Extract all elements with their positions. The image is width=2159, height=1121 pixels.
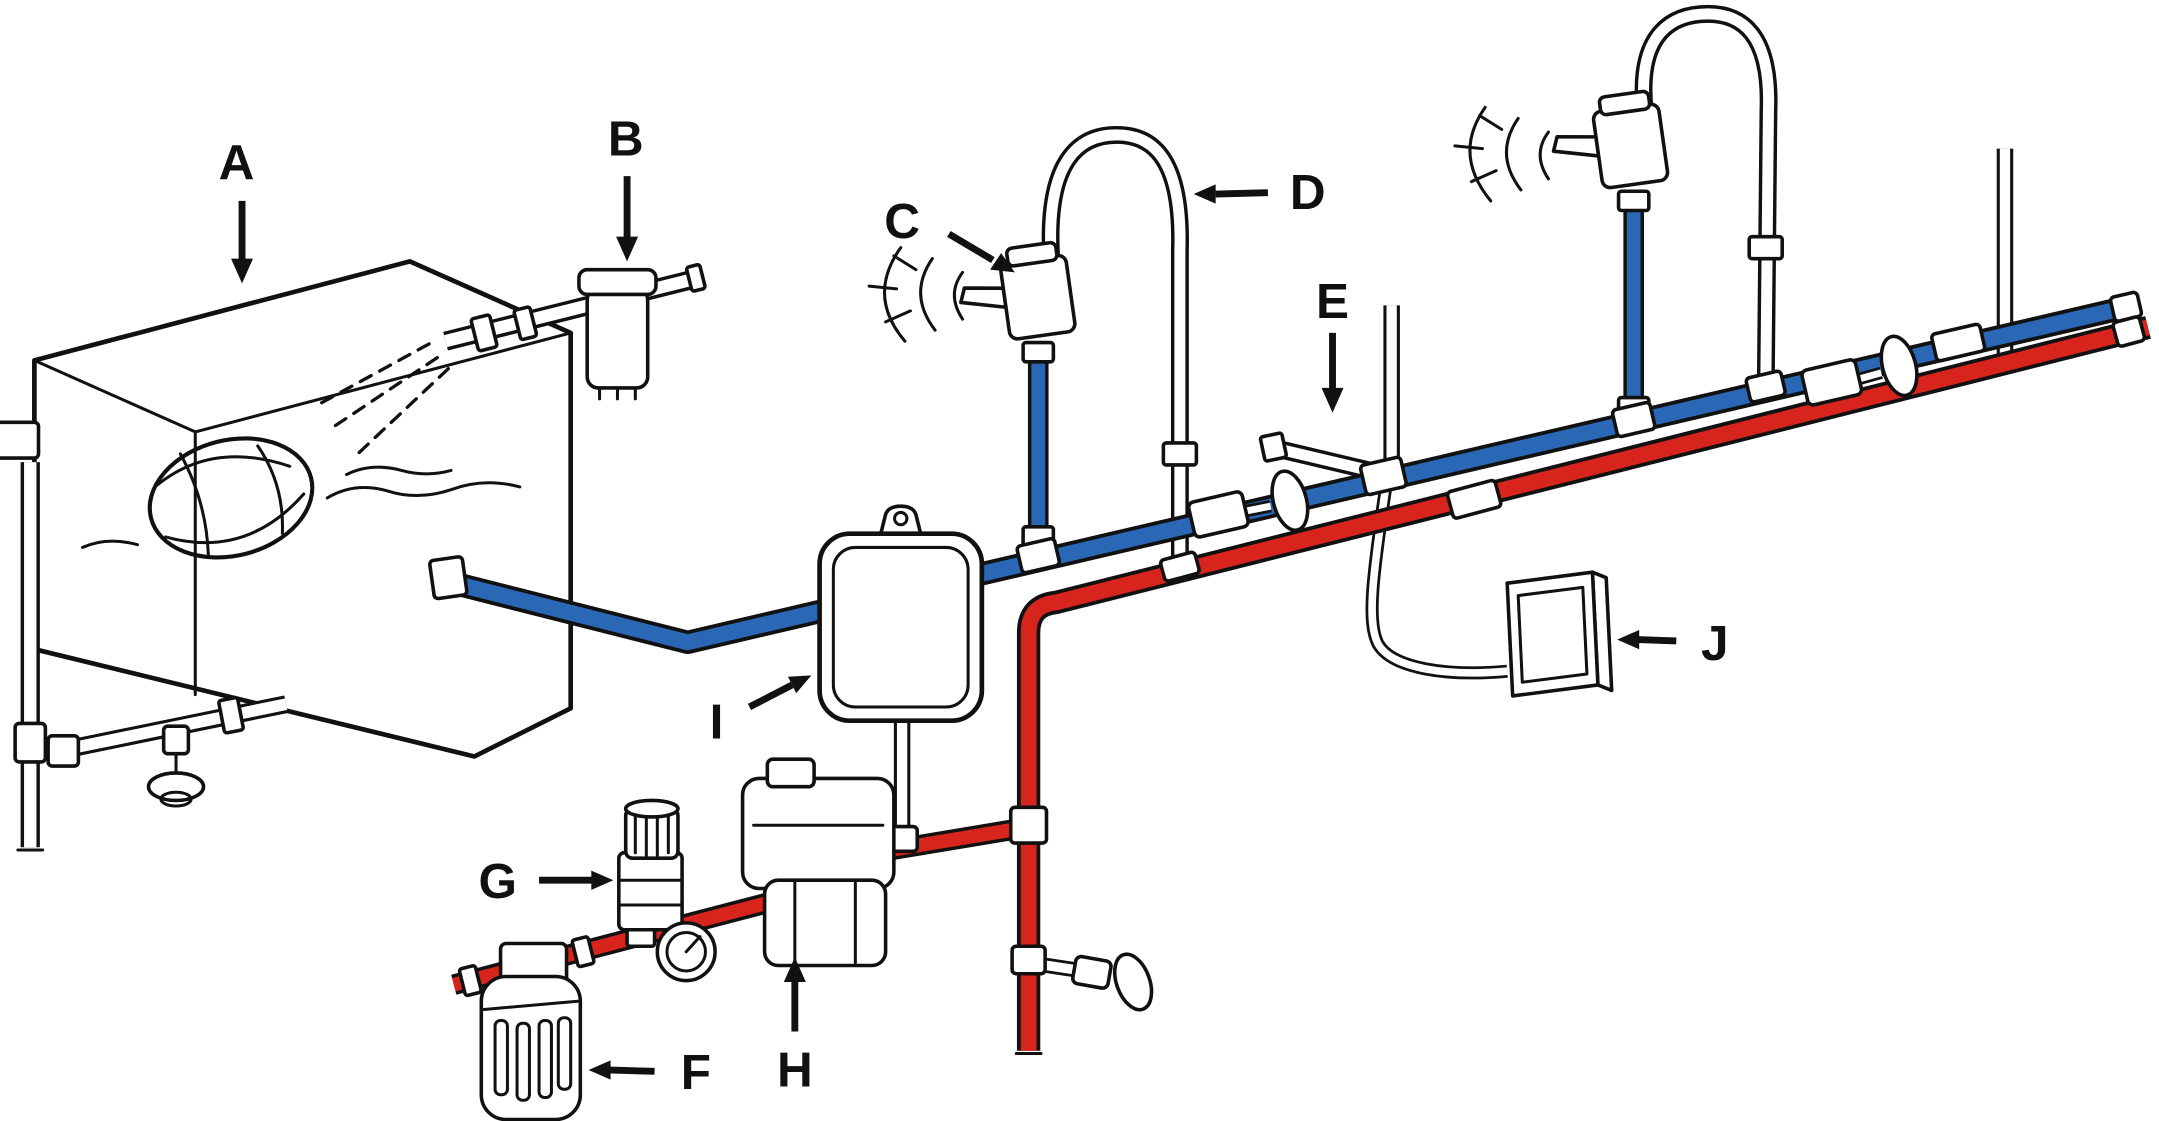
- drain-valve: [146, 724, 206, 808]
- accumulator-hanger-tab: [878, 504, 924, 539]
- hot-coupling-sleeve: [1445, 478, 1503, 520]
- arrow-j: [1617, 629, 1640, 650]
- sprayer-nozzle: [1551, 135, 1601, 158]
- tank-water-ball: [147, 436, 315, 560]
- callout-labels: A B C D E F G H I J: [219, 112, 1729, 1101]
- fill-union-nut: [512, 305, 539, 342]
- hot-main-pipe: [1014, 316, 2151, 1056]
- water-spray-lines: [867, 246, 965, 343]
- arrow-d: [1193, 184, 1216, 204]
- sprayer-riser-collar: [1616, 189, 1651, 213]
- drain-union-nut: [217, 695, 245, 735]
- inlet-junction-fitting: [1358, 455, 1408, 497]
- sprayer-cap: [1597, 89, 1652, 117]
- hot-tee-fitting: [1158, 550, 1201, 583]
- cold-water-line: [450, 192, 2137, 655]
- cold-tee-fitting: [1015, 536, 1062, 575]
- inline-strainer: [457, 935, 596, 1121]
- arrow-i: [787, 675, 812, 694]
- label-g: G: [479, 854, 518, 909]
- label-c: C: [884, 194, 920, 249]
- water-wave-line: [345, 465, 453, 477]
- label-h: H: [777, 1042, 813, 1097]
- pipe-fittings: [0, 189, 2147, 854]
- fill-union-nut: [469, 313, 499, 353]
- arrow-a: [231, 258, 254, 284]
- cold-tee-fitting: [1744, 369, 1787, 404]
- valve-handle: [1112, 952, 1154, 1012]
- tank-outlet-elbow: [428, 555, 469, 601]
- label-d: D: [1290, 165, 1326, 220]
- accumulator-tank: [817, 504, 985, 724]
- fill-pipe-cap: [684, 263, 707, 293]
- arrow-e: [1321, 387, 1344, 413]
- pump-cap: [765, 757, 816, 789]
- arrow-c: [990, 253, 1015, 273]
- cold-coupling-sleeve: [1930, 322, 1987, 363]
- valve-handle: [1879, 334, 1919, 398]
- arrow-f: [588, 1060, 611, 1080]
- label-j: J: [1701, 616, 1729, 671]
- monitor-panel: [1505, 570, 1614, 698]
- label-f: F: [681, 1045, 711, 1100]
- check-valve: [577, 267, 658, 401]
- label-b: B: [608, 112, 644, 167]
- tank-vent-pipe: [16, 462, 45, 852]
- faucet-spout-gooseneck: [1041, 125, 1189, 575]
- shutoff-valve-cold-2: [1800, 334, 1919, 407]
- water-spray-lines: [1453, 105, 1550, 203]
- label-i: I: [710, 695, 724, 750]
- water-pump: [740, 757, 896, 968]
- shower-hose-gooseneck: [1634, 4, 1778, 397]
- cold-tee-fitting: [1610, 400, 1657, 439]
- faucet-cap: [1005, 240, 1059, 268]
- arrow-b: [616, 236, 639, 262]
- pressure-regulator: [617, 798, 717, 983]
- faucet-spout-nozzle: [959, 286, 1008, 310]
- vent-pipe-coupling: [13, 721, 48, 764]
- shutoff-valve-hot: [1010, 944, 1154, 1012]
- label-e: E: [1316, 274, 1349, 329]
- galley-faucet: [867, 240, 1077, 343]
- tank-side-elbow: [0, 420, 41, 460]
- label-a: A: [219, 135, 255, 190]
- inlet-collar: [1258, 431, 1289, 463]
- hot-end-cap: [2111, 315, 2147, 348]
- arrow-h: [783, 957, 806, 982]
- sprayer-faucet: [1453, 89, 1670, 203]
- pump-head: [740, 776, 896, 891]
- sensor-tube-to-panel: [1365, 483, 1508, 680]
- spout-riser-collar: [1161, 441, 1199, 467]
- drain-elbow: [46, 734, 81, 768]
- riser-collar: [1021, 340, 1056, 364]
- hose-collar: [1747, 234, 1784, 261]
- water-wave-line: [325, 481, 522, 500]
- arrow-g: [591, 870, 614, 890]
- hot-tee-fitting: [1008, 805, 1049, 845]
- shutoff-valve-cold-1: [1186, 469, 1310, 539]
- fill-spray-dashes: [311, 342, 450, 459]
- valve-handle: [1270, 469, 1310, 533]
- regulator-body: [617, 850, 684, 932]
- water-wave-line: [80, 539, 140, 549]
- pump-motor: [762, 878, 888, 968]
